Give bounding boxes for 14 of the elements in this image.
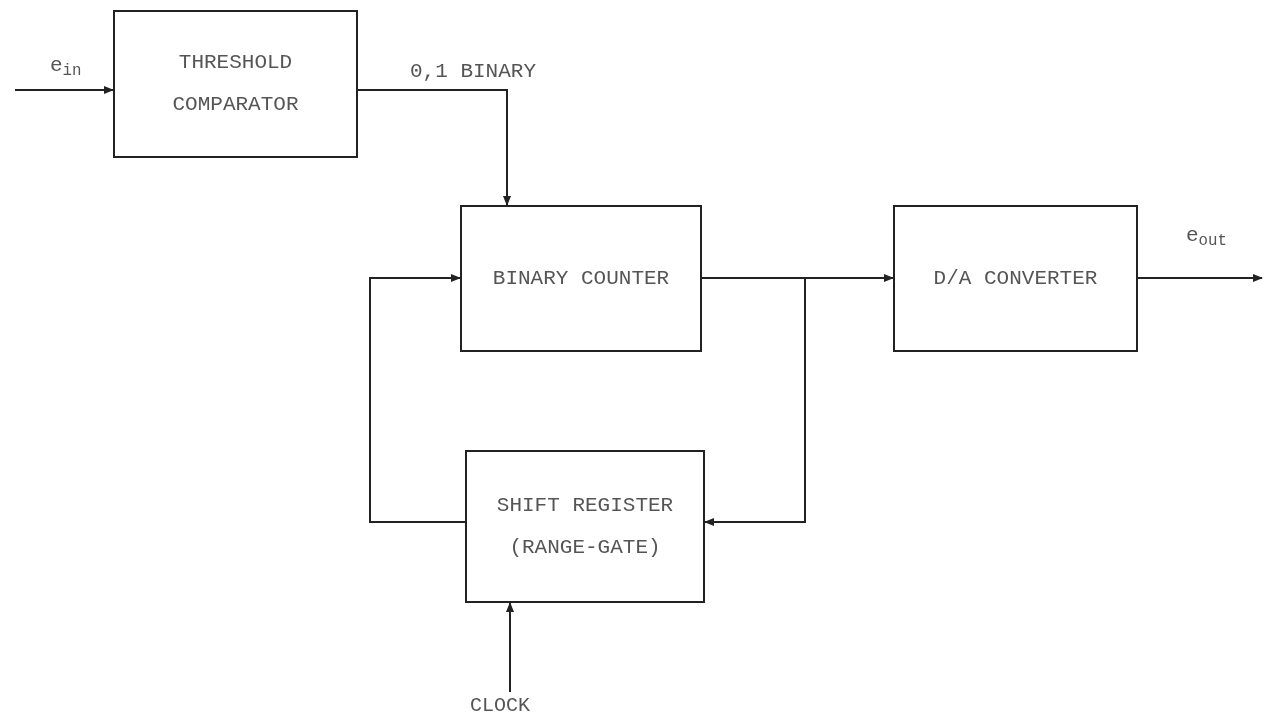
box-label: D/A CONVERTER <box>933 265 1098 292</box>
arrow <box>14 86 114 94</box>
arrow <box>506 602 514 693</box>
process-box <box>465 450 705 603</box>
process-box <box>113 10 358 158</box>
arrow <box>369 274 466 523</box>
box-label: THRESHOLD COMPARATOR <box>171 50 300 118</box>
box-label: BINARY COUNTER <box>492 265 670 292</box>
process-box <box>893 205 1138 352</box>
process-box <box>460 205 702 352</box>
arrow <box>1137 274 1263 282</box>
signal-label: CLOCK <box>445 692 555 720</box>
arrow <box>357 89 511 206</box>
box-label: SHIFT REGISTER (RANGE-GATE) <box>495 492 675 561</box>
